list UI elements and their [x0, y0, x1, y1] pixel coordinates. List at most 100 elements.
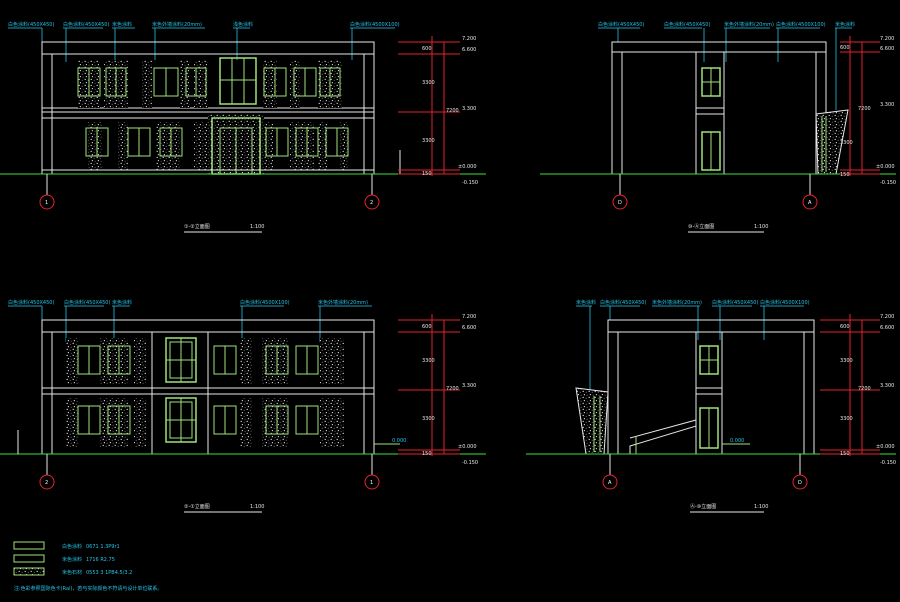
- left-callout-5: 白色涂料(4500X100): [760, 299, 810, 306]
- front-callout-6: 白色涂料(4500X100): [350, 21, 400, 28]
- right-windows: [696, 67, 724, 171]
- front-el-1: 7.200: [462, 36, 476, 42]
- front-el-5: -0.150: [462, 180, 478, 186]
- front-axis-bubble-2: [364, 194, 380, 210]
- back-elevation: 白色涂料(450X450) 白色涂料(450X450) 米色涂料 白色涂料(45…: [0, 299, 486, 513]
- front-el-4: ±0.000: [458, 164, 477, 170]
- left-ramp: [629, 419, 697, 455]
- right-dim-3: 3300: [840, 140, 853, 146]
- back-dim-3: 7200: [446, 386, 459, 392]
- front-axis-1: 1: [45, 200, 48, 206]
- back-el-1: 7.200: [462, 314, 476, 320]
- back-callouts: 白色涂料(450X450) 白色涂料(450X450) 米色涂料 白色涂料(45…: [8, 299, 372, 342]
- left-axis-1: A: [608, 480, 612, 486]
- front-callout-4: 米色外墙涂料(20mm): [152, 21, 202, 28]
- right-callouts: 白色涂料(450X450) 白色涂料(450X450) 米色外墙涂料(20mm)…: [598, 21, 855, 110]
- back-callout-4: 白色涂料(4500X100): [240, 299, 290, 306]
- left-dim-4: 3300: [840, 416, 853, 422]
- back-dimensions: 600 3300 7200 3300 150 7.200 6.600 3.300…: [398, 314, 478, 466]
- front-dim-5: 150: [422, 171, 432, 177]
- left-dim-5: 150: [840, 451, 850, 457]
- left-el-4: ±0.000: [876, 444, 895, 450]
- left-dimensions: 600 3300 7200 3300 150 7.200 6.600 3.300…: [820, 314, 896, 466]
- back-axis-2: 1: [370, 480, 373, 486]
- back-facade-panels: [66, 338, 344, 448]
- left-title: Ⓐ-⑩立面图: [690, 503, 716, 510]
- legend-code-3: 0553 3 1PB4.5/3.2: [86, 570, 132, 576]
- left-el-3: 3.300: [880, 383, 894, 389]
- left-el-1: 7.200: [880, 314, 894, 320]
- right-el-1: 7.200: [880, 36, 894, 42]
- back-el-2: 6.600: [462, 325, 476, 331]
- right-el-3: 3.300: [880, 102, 894, 108]
- left-callout-4: 白色涂料(450X450): [712, 299, 758, 306]
- right-dim-4: 150: [840, 172, 850, 178]
- left-axis-2: D: [798, 480, 802, 486]
- right-dimensions: 600 7200 3300 150 7.200 6.600 3.300 ±0.0…: [840, 36, 896, 186]
- left-dim-3: 7200: [858, 386, 871, 392]
- back-axis-bubble-1: [39, 474, 55, 490]
- front-callout-2: 白色涂料(450X450): [63, 21, 109, 28]
- left-el-2: 6.600: [880, 325, 894, 331]
- back-callout-5: 米色外墙涂料(20mm): [318, 299, 368, 306]
- material-legend: 白色涂料 0671 1.3P9r1 米色涂料 1716 R2.75 米色石材 0…: [13, 541, 162, 592]
- front-callout-1: 白色涂料(450X450): [8, 21, 54, 28]
- right-callout-2: 白色涂料(450X450): [664, 21, 710, 28]
- right-axis-1: D: [618, 200, 622, 206]
- back-axis-bubble-2: [364, 474, 380, 490]
- right-callout-1: 白色涂料(450X450): [598, 21, 644, 28]
- right-el-5: -0.150: [880, 180, 896, 186]
- left-ground-note: 0.000: [730, 438, 744, 444]
- back-dim-5: 150: [422, 451, 432, 457]
- front-dim-4: 3300: [422, 138, 435, 144]
- front-title: ①-②立面图: [184, 223, 210, 230]
- legend-swatch-beige: [13, 554, 45, 563]
- right-el-4: ±0.000: [876, 164, 895, 170]
- legend-swatch-white: [13, 541, 45, 550]
- front-el-3: 3.300: [462, 106, 476, 112]
- back-windows: [77, 337, 319, 443]
- left-callout-1: 米色涂料: [576, 299, 596, 306]
- right-title: ⑩-Ⓐ立面图: [688, 223, 714, 230]
- right-callout-5: 米色涂料: [835, 21, 855, 28]
- back-el-3: 3.300: [462, 383, 476, 389]
- legend-label-3: 米色石材: [62, 569, 82, 576]
- left-callout-2: 白色涂料(450X450): [600, 299, 646, 306]
- right-el-2: 6.600: [880, 46, 894, 52]
- front-dimensions: 600 3300 7200 3300 150 7.200 6.600 3.300…: [398, 36, 478, 186]
- left-axis-bubble-2: [792, 474, 808, 490]
- left-el-5: -0.150: [880, 460, 896, 466]
- legend-swatch-stone: [13, 567, 45, 576]
- front-scale: 1:100: [250, 224, 264, 230]
- legend-label-2: 米色涂料: [62, 556, 82, 563]
- left-planter: [575, 387, 609, 455]
- left-scale: 1:100: [754, 504, 768, 510]
- back-axis-1: 2: [45, 480, 48, 486]
- front-elevation: 白色涂料(450X450) 白色涂料(450X450) 米色涂料 米色外墙涂料(…: [0, 21, 486, 233]
- back-dim-2: 3300: [422, 358, 435, 364]
- legend-code-1: 0671 1.3P9r1: [86, 544, 120, 550]
- left-windows: [696, 345, 722, 449]
- back-ground-note: 0.000: [392, 438, 406, 444]
- back-dim-1: 600: [422, 324, 432, 330]
- back-el-4: ±0.000: [458, 444, 477, 450]
- left-callouts: 米色涂料 白色涂料(450X450) 米色外墙涂料(20mm) 白色涂料(450…: [576, 299, 810, 390]
- front-el-2: 6.600: [462, 47, 476, 53]
- right-scale: 1:100: [754, 224, 768, 230]
- left-elevation: 米色涂料 白色涂料(450X450) 米色外墙涂料(20mm) 白色涂料(450…: [526, 299, 896, 513]
- back-scale: 1:100: [250, 504, 264, 510]
- back-el-5: -0.150: [462, 460, 478, 466]
- color-note: 注:色彩参照国际色卡(Ral)，若与实际颜色不符请与设计单位联系。: [14, 585, 162, 592]
- left-dim-1: 600: [840, 324, 850, 330]
- front-callout-3: 米色涂料: [112, 21, 132, 28]
- right-axis-bubble-2: [802, 194, 818, 210]
- right-dim-2: 7200: [858, 106, 871, 112]
- right-elevation: 白色涂料(450X450) 白色涂料(450X450) 米色外墙涂料(20mm)…: [540, 21, 896, 233]
- right-callout-3: 米色外墙涂料(20mm): [724, 21, 774, 28]
- right-callout-4: 白色涂料(4500X100): [776, 21, 826, 28]
- legend-label-1: 白色涂料: [62, 543, 82, 550]
- front-callouts: 白色涂料(450X450) 白色涂料(450X450) 米色涂料 米色外墙涂料(…: [8, 21, 400, 62]
- left-axis-bubble-1: [602, 474, 618, 490]
- front-dim-3: 7200: [446, 108, 459, 114]
